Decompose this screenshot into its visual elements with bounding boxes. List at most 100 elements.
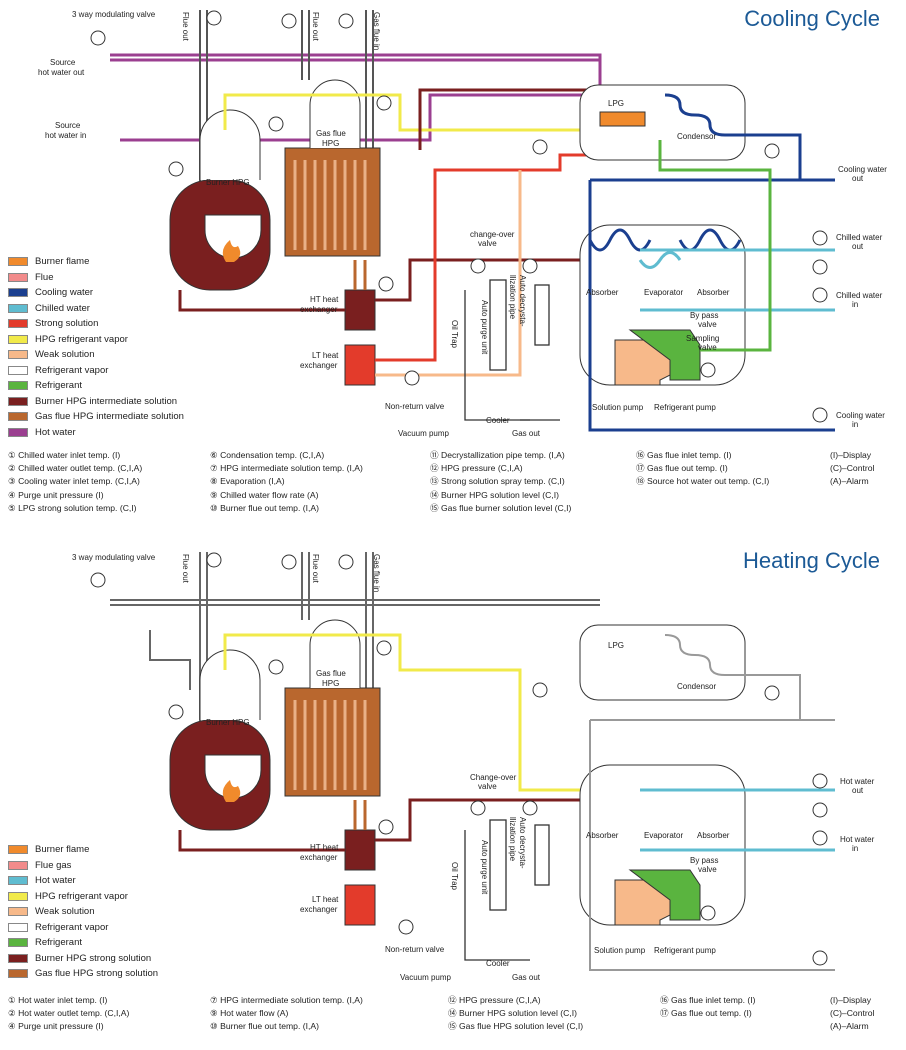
legend-item: Burner flame xyxy=(8,842,158,858)
legend-swatch xyxy=(8,922,28,932)
note-line: ⑭ Burner HPG solution level (C,I) xyxy=(448,1008,577,1019)
svg-text:Change-over: Change-over xyxy=(470,773,517,782)
h-absorber-left: Absorber xyxy=(586,831,619,840)
legend-swatch xyxy=(8,845,28,855)
heating-diagram: 3 way modulating valve Burner HPG Gas fl… xyxy=(72,552,875,982)
h-evaporator: Evaporator xyxy=(644,831,683,840)
heating-cycle-title: Heating Cycle xyxy=(743,548,880,573)
legend-swatch xyxy=(8,257,28,267)
flame-icon xyxy=(222,240,241,262)
h-flue-out-2: Flue out xyxy=(311,554,320,584)
note-line: ④ Purge unit pressure (I) xyxy=(8,1021,104,1032)
note-line: ② Hot water outlet temp. (C,I,A) xyxy=(8,1008,130,1019)
condensor-label: Condensor xyxy=(677,132,716,141)
svg-text:HT heat: HT heat xyxy=(310,295,339,304)
auto-purge: Auto purge unit xyxy=(480,300,489,355)
legend-label: Burner HPG strong solution xyxy=(35,952,152,964)
h-gas-out: Gas out xyxy=(512,973,541,982)
svg-text:Sampling: Sampling xyxy=(686,334,719,343)
svg-text:out: out xyxy=(852,242,864,251)
legend-swatch xyxy=(8,412,28,422)
cooling-notes-col5: (I)–Display(C)–Control(A)–Alarm xyxy=(830,449,874,489)
note-line: ⑰ Gas flue out temp. (I) xyxy=(636,463,728,474)
svg-text:LT heat: LT heat xyxy=(312,895,339,904)
heating-burner-hpg xyxy=(169,649,271,831)
note-line: ⑩ Burner flue out temp. (I,A) xyxy=(210,502,319,513)
legend-label: Weak solution xyxy=(35,349,95,360)
note-line: ⑫ HPG pressure (C,I,A) xyxy=(448,995,541,1005)
legend-label: Gas flue HPG intermediate solution xyxy=(35,411,184,422)
svg-text:llization pipe: llization pipe xyxy=(508,275,517,320)
src-in-label: hot water in xyxy=(45,131,86,140)
svg-text:exchanger: exchanger xyxy=(300,853,338,862)
legend-label: Flue gas xyxy=(35,859,72,871)
h-oil-trap: Oil Trap xyxy=(450,862,459,891)
legend-label: Refrigerant xyxy=(35,380,82,391)
h-auto-purge: Auto purge unit xyxy=(480,840,489,895)
svg-text:valve: valve xyxy=(478,239,497,248)
refrig-pump-label: Refrigerant pump xyxy=(654,403,716,412)
legend-label: Hot water xyxy=(35,875,76,886)
svg-text:Source: Source xyxy=(55,121,81,130)
heating-absorber-shell xyxy=(579,764,746,926)
heating-notes-col1: ① Hot water inlet temp. (I)② Hot water o… xyxy=(8,994,129,1034)
legend-label: Flue xyxy=(35,271,54,283)
heat-exchangers xyxy=(344,289,376,386)
legend-item: Weak solution xyxy=(8,904,158,920)
legend-label: Weak solution xyxy=(35,906,95,917)
legend-label: Chilled water xyxy=(35,302,90,314)
svg-text:valve: valve xyxy=(698,320,717,329)
flue-out-2: Flue out xyxy=(311,12,320,42)
heating-flame-icon xyxy=(222,780,241,802)
legend-swatch xyxy=(8,288,28,298)
legend-swatch xyxy=(8,381,28,391)
h-gas-flue-in: Gas flue in xyxy=(372,554,381,592)
legend-swatch xyxy=(8,860,28,870)
absorber-right-label: Absorber xyxy=(697,288,730,297)
hot-water-pipes xyxy=(110,53,602,142)
heating-notes-col3: ⑫ HPG pressure (C,I,A) ⑭ Burner HPG solut… xyxy=(448,994,583,1034)
svg-text:in: in xyxy=(852,300,858,309)
legend-item: Refrigerant vapor xyxy=(8,363,184,379)
svg-text:Auto decrysta-: Auto decrysta- xyxy=(518,275,527,327)
legend-item: Burner flame xyxy=(8,254,184,270)
svg-text:exchanger: exchanger xyxy=(300,361,338,370)
note-line: ⑰ Gas flue out temp. (I) xyxy=(660,1008,752,1019)
note-line: ① Chilled water inlet temp. (I) xyxy=(8,450,121,460)
flue-out-1: Flue out xyxy=(181,12,190,42)
legend-item: Cooling water xyxy=(8,285,184,301)
svg-text:Gas flue: Gas flue xyxy=(316,669,346,678)
legend-label: Refrigerant xyxy=(35,937,82,948)
legend-item: Hot water xyxy=(8,425,184,441)
legend-item: Strong solution xyxy=(8,316,184,332)
legend-swatch xyxy=(8,303,28,313)
gas-out-label: Gas out xyxy=(512,429,541,438)
legend-label: Refrigerant vapor xyxy=(35,921,109,933)
gas-flue-hpg-label: Gas flue xyxy=(316,129,346,138)
svg-text:Cooling water: Cooling water xyxy=(838,165,887,174)
svg-text:out: out xyxy=(852,174,864,183)
legend-item: HPG refrigerant vapor xyxy=(8,332,184,348)
legend-swatch xyxy=(8,891,28,901)
legend-label: Burner flame xyxy=(35,256,90,267)
legend-item: Gas flue HPG strong solution xyxy=(8,966,158,982)
cooling-notes-col3: ⑪ Decrystallization pipe temp. (I,A)⑫ HP… xyxy=(430,449,571,515)
note-line: ⑬ Strong solution spray temp. (C,I) xyxy=(430,476,565,487)
oil-trap: Oil Trap xyxy=(450,320,459,349)
svg-text:Hot water: Hot water xyxy=(840,835,875,844)
vacuum-pump-label: Vacuum pump xyxy=(398,429,450,438)
note-line: ⑥ Condensation temp. (C,I,A) xyxy=(210,450,325,460)
note-line: ⑱ Source hot water out temp. (C,I) xyxy=(636,476,770,487)
h-valve3-label: 3 way modulating valve xyxy=(72,553,156,562)
legend-label: Hot water xyxy=(35,426,76,438)
legend-item: Weak solution xyxy=(8,347,184,363)
svg-text:HPG: HPG xyxy=(322,679,339,688)
note-line: (I)–Display xyxy=(830,995,872,1005)
legend-item: Gas flue HPG intermediate solution xyxy=(8,409,184,425)
cooling-notes-col1: ① Chilled water inlet temp. (I)② Chilled… xyxy=(8,449,142,515)
purge-unit xyxy=(464,279,560,421)
lpg-condenser-shell xyxy=(579,84,746,161)
note-line: ⑨ Hot water flow (A) xyxy=(210,1008,289,1019)
